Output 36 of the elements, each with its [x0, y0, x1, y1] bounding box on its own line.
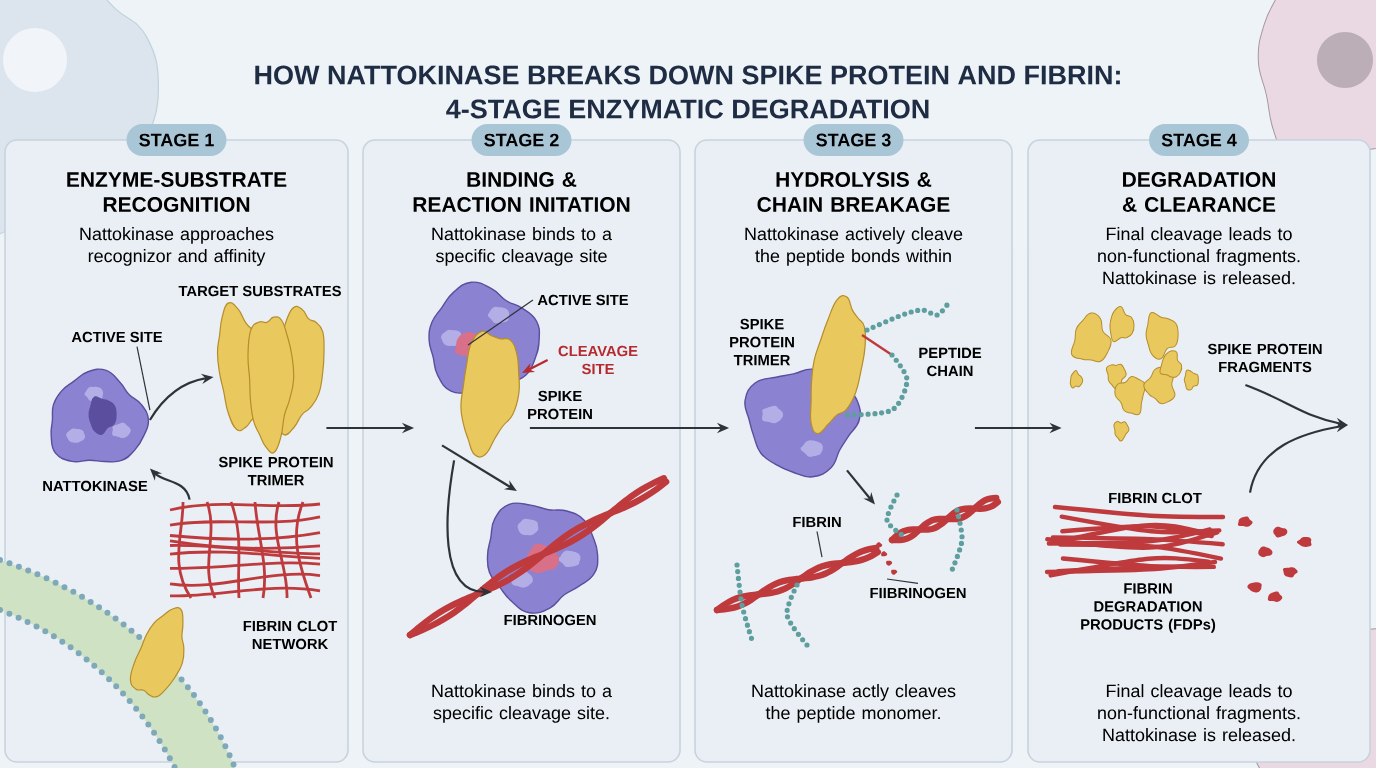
- part-label: SPIKE PROTEIN TRIMER: [730, 318, 794, 366]
- diagram-title: HOW NATTOKINASE BREAKS DOWN SPIKE PROTEIN AND FIBRIN: 4-STAGE ENZYMATIC DEGRADATION: [255, 65, 1120, 119]
- stage-heading: HYDROLYSIS & CHAIN BREAKAGE: [757, 172, 950, 212]
- part-label: FIBRIN DEGRADATION PRODUCTS (FDPs): [1081, 583, 1216, 633]
- stage-caption: Nattokinase binds to a specific cleavage site.: [432, 684, 612, 723]
- stage-description: Final cleavage leads to non-functional fragments. Nattokinase is released.: [1098, 227, 1300, 285]
- stage-badge: STAGE 3: [803, 124, 904, 156]
- part-label: FIBRIN CLOT: [1109, 492, 1202, 504]
- stage-caption: Final cleavage leads to non-functional fragments. Nattokinase is released.: [1098, 684, 1300, 742]
- leader-line: [136, 346, 151, 411]
- stage-description: Nattokinase actively cleave the peptide bonds within: [745, 227, 963, 266]
- part-label: FIIBRINOGEN: [870, 587, 966, 599]
- part-label: NATTOKINASE: [43, 480, 148, 492]
- part-label: SPIKE PROTEIN TRIMER: [218, 456, 333, 486]
- stage-caption: Nattokinase actly cleaves the peptide monomer.: [752, 684, 956, 723]
- part-label: FIBRINOGEN: [504, 614, 596, 626]
- stage-badge: STAGE 2: [471, 124, 572, 156]
- part-label: CLEAVAGE SITE: [558, 345, 638, 375]
- stage-heading: DEGRADATION & CLEARANCE: [1122, 172, 1276, 212]
- part-label: FIBRIN CLOT NETWORK: [243, 620, 338, 650]
- stage-heading: ENZYME-SUBSTRATE RECOGNITION: [67, 172, 287, 212]
- part-label: ACTIVE SITE: [71, 331, 163, 343]
- stage-heading: BINDING & REACTION INITATION: [413, 172, 630, 212]
- part-label: SPIKE PROTEIN FRAGMENTS: [1207, 343, 1322, 373]
- part-label: ACTIVE SITE: [537, 294, 629, 306]
- stage-description: Nattokinase binds to a specific cleavage site: [432, 227, 612, 266]
- fibrin-strand-drawing: [713, 492, 1001, 648]
- part-label: FIBRIN: [793, 516, 841, 528]
- part-label: PEPTIDE CHAIN: [919, 347, 982, 377]
- part-label: SPIKE PROTEIN: [528, 390, 592, 420]
- leader-line: [886, 578, 919, 584]
- stage-badge: STAGE 4: [1149, 124, 1249, 156]
- stage-description: Nattokinase approaches recognizor and affinity: [80, 227, 274, 266]
- part-label: TARGET SUBSTRATES: [178, 285, 341, 297]
- stage-badge: STAGE 1: [126, 124, 227, 156]
- leader-line: [816, 530, 823, 558]
